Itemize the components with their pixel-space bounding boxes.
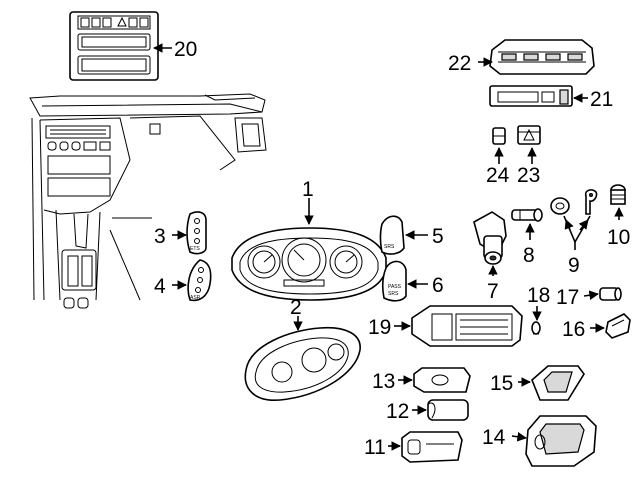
callout-3: 3 [154, 225, 166, 248]
part-6-switch-cover: PASS SRS [381, 260, 407, 302]
callout-16: 16 [562, 318, 585, 341]
part-22-climate-panel [489, 39, 595, 75]
part-15-storage-tray [531, 365, 585, 401]
callout-11: 11 [364, 436, 386, 459]
callout-7: 7 [487, 280, 499, 303]
callout-14: 14 [482, 426, 506, 449]
callout-9: 9 [568, 254, 580, 277]
switch-6-label-1: PASS [388, 284, 402, 290]
dashboard-overview [29, 93, 267, 309]
part-3-steering-switch: ETS [186, 211, 207, 255]
callout-2: 2 [290, 296, 302, 319]
callout-19: 19 [368, 316, 391, 339]
part-2-cluster-housing [244, 326, 361, 401]
part-10-bulb-socket [610, 184, 626, 205]
part-4-steering-switch: ASR [187, 259, 212, 302]
part-7-ignition-lock [473, 211, 507, 265]
part-24-switch [492, 127, 506, 145]
callout-4: 4 [154, 275, 166, 298]
callout-23: 23 [517, 164, 540, 187]
callout-8: 8 [523, 244, 535, 267]
callout-17: 17 [556, 286, 579, 309]
part-14-console-box [525, 415, 597, 467]
callout-5: 5 [432, 225, 444, 248]
switch-5-label: SRS [384, 244, 395, 250]
part-19-control-module [411, 305, 523, 347]
part-21-control-unit [489, 85, 573, 107]
part-23-hazard-switch [517, 125, 541, 145]
callout-18: 18 [527, 284, 550, 307]
part-16-socket [605, 313, 631, 339]
switch-4-label: ASR [190, 295, 201, 301]
part-17-sensor [599, 287, 622, 301]
callout-1: 1 [302, 178, 314, 201]
callout-10: 10 [607, 226, 630, 249]
switch-6-label-2: SRS [388, 291, 399, 297]
switch-3-label: ETS [190, 246, 200, 252]
callout-15: 15 [490, 372, 513, 395]
part-9-lock-and-key [550, 189, 598, 215]
callout-12: 12 [386, 400, 409, 423]
part-1-instrument-cluster [231, 227, 387, 301]
callout-6: 6 [432, 274, 444, 297]
callout-21: 21 [590, 88, 613, 111]
callout-24: 24 [486, 164, 510, 187]
part-11-bracket [401, 431, 463, 463]
part-20-switch-panel [69, 11, 159, 81]
part-8-lock-cylinder [511, 208, 543, 222]
callout-20: 20 [174, 38, 197, 61]
part-5-switch-cover: SRS [379, 215, 405, 255]
part-13-cup-holder [413, 367, 471, 393]
callout-13: 13 [372, 370, 395, 393]
part-12-cover [427, 399, 469, 421]
part-18-bulb [531, 321, 541, 335]
callout-22: 22 [448, 52, 471, 75]
